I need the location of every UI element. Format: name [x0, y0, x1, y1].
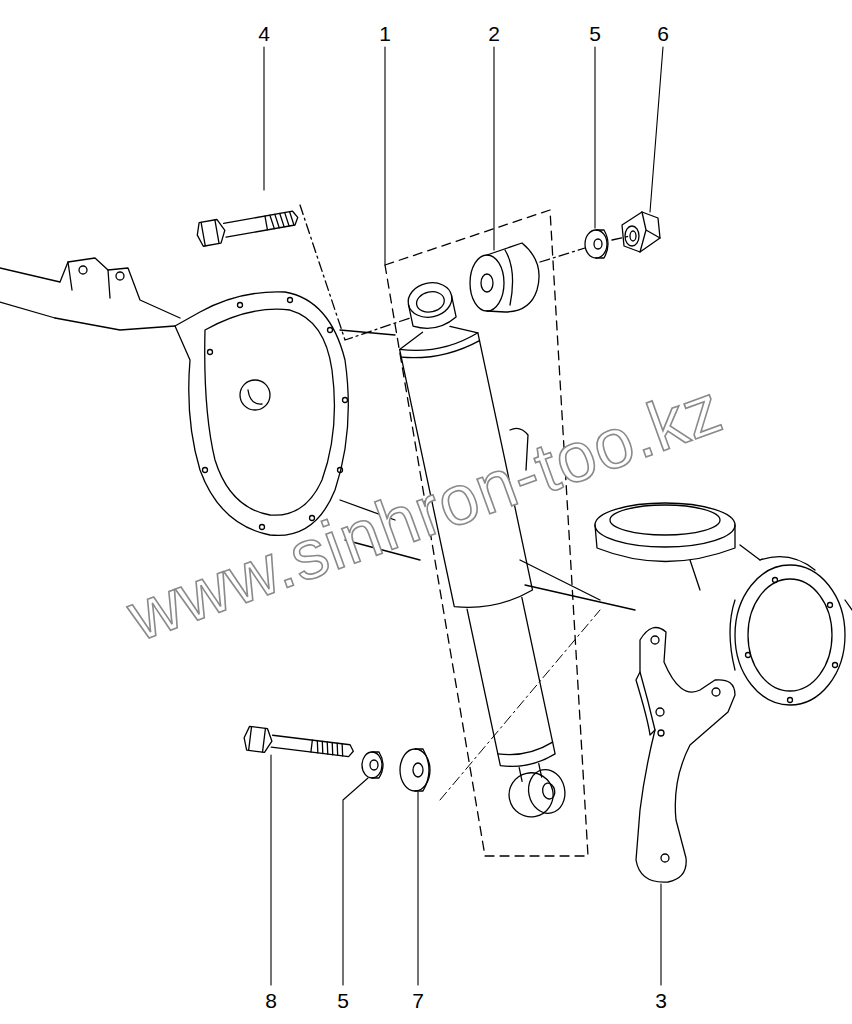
washer — [362, 752, 383, 778]
callout-number: 8 — [265, 990, 277, 1011]
callout-number: 5 — [589, 23, 601, 44]
nut — [622, 212, 660, 252]
callout-number: 4 — [258, 23, 270, 44]
bracket — [636, 628, 735, 883]
callout-number: 6 — [657, 23, 669, 44]
lower-bolt — [243, 726, 355, 763]
callout-number: 2 — [488, 23, 500, 44]
upper-bolt — [195, 206, 300, 247]
wheel-hub — [730, 557, 852, 705]
washer — [585, 230, 608, 258]
callout-number: 5 — [337, 990, 349, 1011]
spring-seat — [595, 503, 760, 590]
callout-number: 3 — [655, 990, 667, 1011]
bushing — [470, 243, 539, 312]
callout-number: 1 — [379, 23, 391, 44]
large-washer — [400, 749, 430, 791]
callout-number: 7 — [412, 990, 424, 1011]
watermark: www.sinhron-too.kz — [119, 372, 730, 652]
